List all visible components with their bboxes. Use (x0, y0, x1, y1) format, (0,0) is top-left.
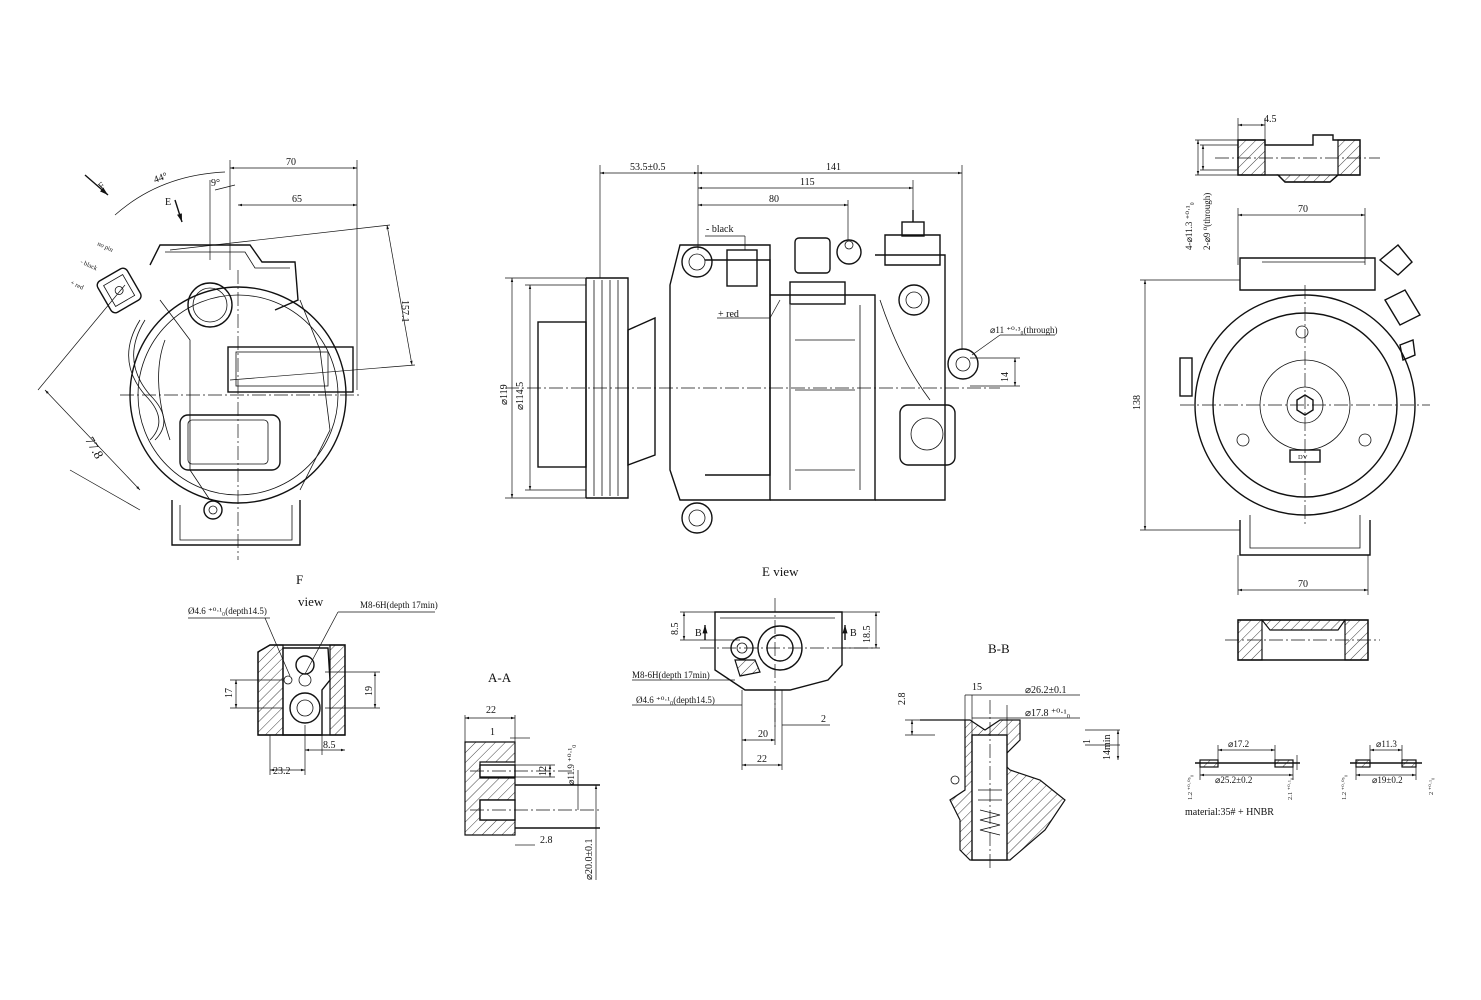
f-view-letter: F (296, 572, 303, 587)
f-thread-label: M8-6H(depth 17min) (360, 600, 438, 610)
dim-53-5: 53.5±0.5 (630, 162, 666, 173)
dim-141: 141 (826, 162, 841, 173)
bb-dim-17-8: ⌀17.8 ⁺⁰·¹₀ (1025, 708, 1071, 719)
dim-114-5: ⌀114.5 (515, 382, 526, 410)
label-through-hole: ⌀11 ⁺⁰·³₀(through) (990, 325, 1058, 335)
seal2-h: 2 ⁺⁰·¹₀ (1428, 778, 1435, 795)
f-dim-19: 19 (364, 686, 375, 696)
dim-77-8: 77.8 (82, 434, 106, 461)
section-bb (905, 694, 1120, 870)
right-view (1140, 118, 1430, 661)
aa-dim-22: 22 (486, 705, 496, 716)
dim-70-bottom: 70 (1298, 579, 1308, 590)
dim-70: 70 (286, 157, 296, 168)
f-view-detail (188, 611, 435, 775)
label-red-wire: + red (718, 309, 739, 320)
aa-dim-11-9: ⌀11.9 ⁺⁰·¹₀ (566, 745, 576, 785)
f-view-labels: F view Ø4.6 ⁺⁰·¹₀(depth14.5) M8-6H(depth… (188, 572, 438, 777)
f-view-label: view (298, 594, 324, 609)
bb-label: B-B (988, 641, 1010, 656)
e-dim-22: 22 (757, 754, 767, 765)
marker-e: E (165, 197, 171, 208)
e-hole-label: Ø4.6 ⁺⁰·¹₀(depth14.5) (636, 695, 715, 705)
f-hole-label: Ø4.6 ⁺⁰·¹₀(depth14.5) (188, 606, 267, 616)
bb-dim-2-8: 2.8 (897, 693, 908, 706)
bb-dim-1: 1 (1082, 739, 1093, 744)
aa-dim-12: 12 (538, 766, 549, 776)
seal2-thick: 1.2 ⁺⁰·⁰⁵₀ (1341, 775, 1348, 800)
seal2-inner: ⌀11.3 (1376, 739, 1397, 749)
e-dim-20: 20 (758, 729, 768, 740)
seal1-outer: ⌀25.2±0.2 (1215, 775, 1252, 785)
e-dim-2: 2 (821, 714, 826, 725)
e-view-labels: E view 8.5 18.5 B B M8-6H(depth 17min) Ø… (632, 564, 873, 765)
seal1-h: 2.1 ⁺⁰·¹₀ (1287, 778, 1294, 800)
label-black-wire: - black (706, 224, 734, 235)
badge-dv: DV (1298, 454, 1308, 461)
side-view-labels: 53.5±0.5 141 115 80 ⌀119 ⌀114.5 14 - bla… (499, 162, 1058, 410)
aa-dim-1: 1 (490, 727, 495, 738)
label-holes-1: 4-⌀11.3 ⁺⁰·¹₀ (1184, 202, 1194, 250)
dim-80: 80 (769, 194, 779, 205)
f-dim-23-2: 23.2 (273, 766, 291, 777)
e-b-left: B (695, 628, 702, 639)
right-view-labels: 4.5 70 70 138 4-⌀11.3 ⁺⁰·¹₀ 2-⌀9 ⁰(throu… (1132, 114, 1308, 590)
seal-2 (1350, 745, 1422, 780)
seal-1 (1195, 745, 1300, 780)
dim-14: 14 (1000, 372, 1011, 382)
seal-labels: ⌀17.2 ⌀25.2±0.2 1.2 ⁺⁰·⁰⁵₀ 2.1 ⁺⁰·¹₀ ⌀11… (1185, 739, 1435, 818)
side-view (505, 165, 1055, 534)
e-view-detail (632, 598, 880, 770)
section-bb-labels: B-B 2.8 15 ⌀26.2±0.1 ⌀17.8 ⁺⁰·¹₀ 1 14min (897, 641, 1113, 760)
dim-65: 65 (292, 194, 302, 205)
angle-44: 44° (152, 171, 169, 186)
e-view-label: E view (762, 564, 799, 579)
dim-70-top: 70 (1298, 204, 1308, 215)
e-thread-label: M8-6H(depth 17min) (632, 670, 710, 680)
seal1-thick: 1.2 ⁺⁰·⁰⁵₀ (1187, 775, 1194, 800)
material-label: material:35# + HNBR (1185, 807, 1274, 818)
e-dim-8-5: 8.5 (670, 623, 681, 636)
seal2-outer: ⌀19±0.2 (1372, 775, 1403, 785)
dim-115: 115 (800, 177, 815, 188)
label-red: + red (69, 279, 85, 291)
f-dim-8-5: 8.5 (323, 740, 336, 751)
f-dim-17: 17 (224, 688, 235, 698)
aa-dim-2-8: 2.8 (540, 835, 553, 846)
dim-157: 157.1 (399, 300, 410, 323)
e-b-right: B (850, 628, 857, 639)
aa-dim-20: ⌀20.0±0.1 (584, 838, 595, 880)
aa-label: A-A (488, 670, 512, 685)
section-aa (464, 715, 600, 880)
bb-dim-14min: 14min (1102, 734, 1113, 760)
bb-dim-15: 15 (972, 682, 982, 693)
label-black: - black (79, 258, 99, 272)
dim-4-5: 4.5 (1264, 114, 1277, 125)
dim-138: 138 (1132, 395, 1143, 410)
section-aa-labels: A-A 22 1 12 ⌀11.9 ⁺⁰·¹₀ 2.8 ⌀20.0±0.1 (486, 670, 595, 880)
e-dim-18-5: 18.5 (862, 626, 873, 644)
front-view (37, 160, 416, 560)
seal1-inner: ⌀17.2 (1228, 739, 1249, 749)
marker-f: F (96, 180, 108, 192)
label-holes-2: 2-⌀9 ⁰(through) (1202, 193, 1212, 250)
dim-119: ⌀119 (499, 384, 510, 405)
bb-dim-26-2: ⌀26.2±0.1 (1025, 685, 1067, 696)
label-no-pin: no pin (96, 240, 115, 254)
angle-9: 9° (211, 178, 220, 189)
